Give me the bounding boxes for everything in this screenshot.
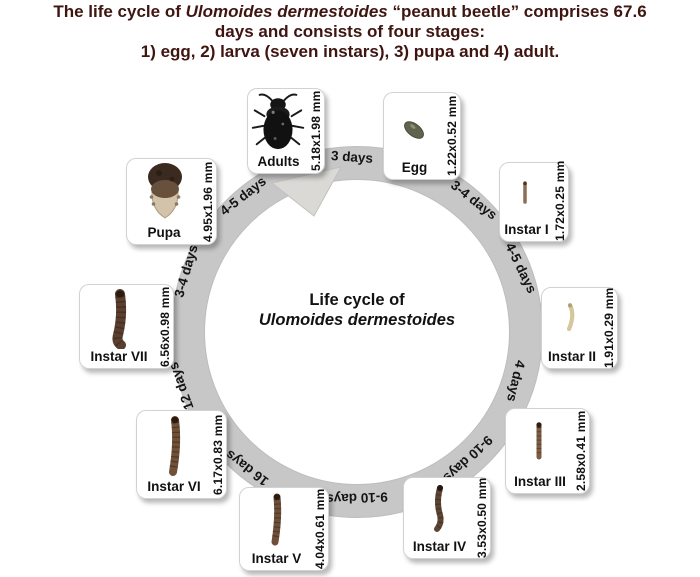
stage-name: Instar V [251, 551, 302, 566]
figure-title: The life cycle of Ulomoides dermestoides… [0, 2, 700, 62]
stage-name: Instar III [514, 474, 566, 489]
center-line2: Ulomoides dermestoides [258, 311, 456, 329]
title-line-1: The life cycle of Ulomoides dermestoides… [0, 2, 700, 22]
title-part1: The life cycle of [53, 2, 186, 21]
larva-icon [169, 416, 181, 476]
stage-size: 1.22x0.52 mm [445, 95, 459, 177]
stage-card-adults: Adults 5.18x1.98 mm [247, 88, 325, 174]
stage-card-instar-2: Instar II 1.91x0.29 mm [541, 287, 618, 369]
stage-size: 6.17x0.83 mm [211, 414, 225, 495]
stage-name: Adults [257, 154, 300, 169]
stage-name: Instar IV [412, 539, 467, 554]
ring-inner-edge [204, 179, 510, 485]
larva-icon [536, 422, 542, 460]
center-label: Life cycle of Ulomoides dermestoides [224, 290, 490, 330]
stage-name: Instar II [547, 349, 596, 364]
pupa-icon [148, 163, 182, 219]
cycle-arrow-icon [270, 166, 342, 217]
stage-name: Instar VI [147, 479, 201, 494]
stage-name: Pupa [147, 225, 181, 240]
larva-icon [523, 181, 527, 204]
stage-card-instar-6: Instar VI 6.17x0.83 mm [136, 410, 227, 499]
stage-size: 4.95x1.96 mm [201, 161, 215, 242]
beetle-icon [251, 93, 305, 150]
title-species: Ulomoides dermestoides [185, 2, 388, 21]
center-line1: Life cycle of [309, 291, 405, 309]
duration-label-i4-i5: 9-10 days [325, 489, 389, 507]
larva-icon [271, 493, 282, 546]
stage-card-instar-3: Instar III 2.58x0.41 mm [505, 408, 590, 494]
egg-icon [404, 121, 424, 139]
stage-size: 5.18x1.98 mm [309, 90, 323, 172]
stage-size: 2.58x0.41 mm [574, 410, 588, 492]
stage-size: 3.53x0.50 mm [475, 477, 489, 558]
title-part2: “peanut beetle” comprises 67.6 [387, 2, 647, 21]
stage-size: 4.04x0.61 mm [313, 488, 327, 570]
larva-icon [112, 289, 127, 349]
stage-card-pupa: Pupa 4.95x1.96 mm [126, 158, 217, 245]
stage-name: Instar VII [90, 349, 148, 364]
stage-card-instar-4: Instar IV 3.53x0.50 mm [403, 477, 491, 559]
title-line-2: days and consists of four stages: [214, 22, 486, 41]
stage-card-instar-5: Instar V 4.04x0.61 mm [239, 487, 329, 571]
ring-band [171, 146, 543, 518]
larva-icon [434, 485, 444, 532]
larva-icon [566, 302, 575, 332]
stage-size: 6.56x0.98 mm [158, 286, 172, 367]
duration-label-adults-egg: 3 days [330, 148, 374, 166]
title-line-3: 1) egg, 2) larva (seven instars), 3) pup… [140, 42, 560, 61]
stage-size: 1.91x0.29 mm [602, 287, 616, 368]
stage-size: 1.72x0.25 mm [553, 160, 567, 241]
stage-card-instar-7: Instar VII 6.56x0.98 mm [79, 284, 174, 369]
stage-card-instar-1: Instar I 1.72x0.25 mm [499, 160, 569, 242]
stage-name: Instar I [504, 222, 549, 237]
stage-name: Egg [401, 160, 428, 175]
stage-card-egg: Egg 1.22x0.52 mm [383, 92, 461, 180]
